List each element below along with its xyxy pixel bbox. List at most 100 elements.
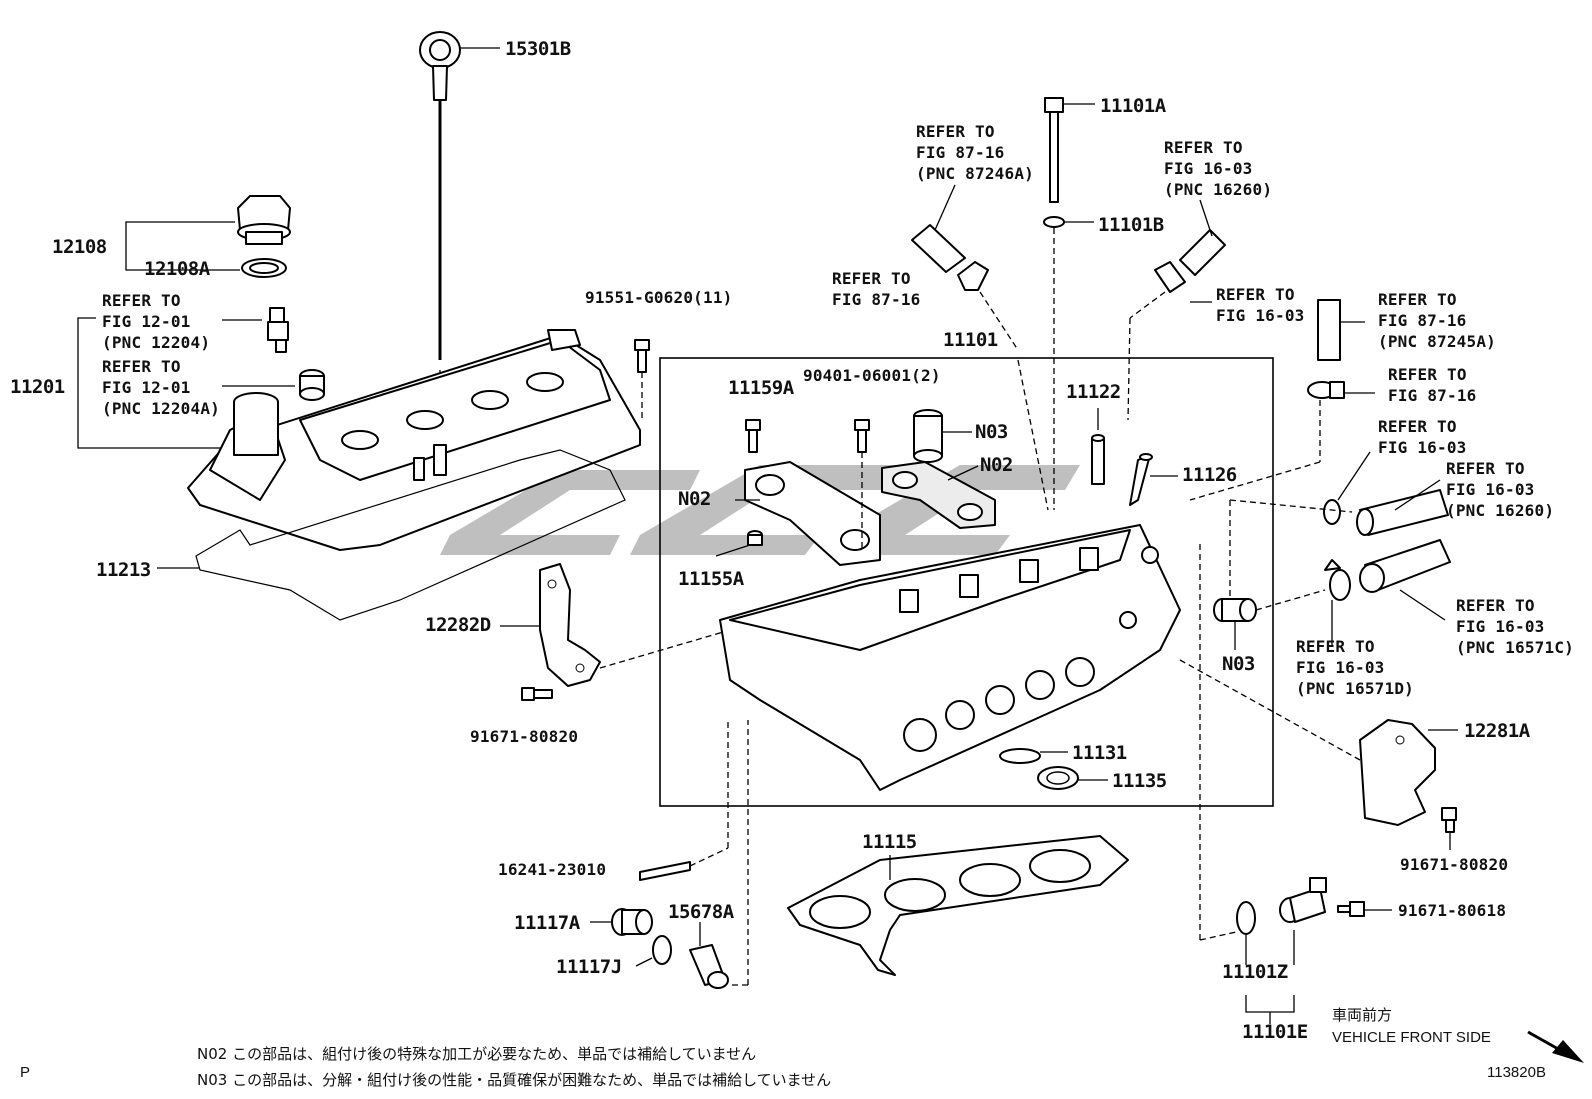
oil-filler-cap	[237, 195, 291, 278]
hanger-bolt-left	[521, 687, 553, 701]
vehicle-front-jp: 車両前方	[1332, 1007, 1392, 1024]
o-ring-11101z	[1236, 901, 1256, 935]
note-n02: N02 この部品は、組付け後の特殊な加工が必要なため、単品では補給していません	[197, 1045, 756, 1063]
label-12108: 12108	[52, 236, 107, 258]
svg-text:REFER TO: REFER TO	[1164, 138, 1243, 157]
plug-11117a	[611, 908, 653, 936]
label-11117j: 11117J	[556, 956, 622, 978]
camshaft-bearing-cap-rear	[881, 461, 996, 529]
label-11101a: 11101A	[1100, 95, 1167, 117]
vacuum-hose	[1317, 299, 1341, 361]
label-n02-left: N02	[678, 488, 711, 510]
pin-11122	[1091, 434, 1105, 485]
oil-control-valve-plug	[689, 944, 729, 989]
label-n03-top: N03	[975, 421, 1008, 443]
svg-text:REFER TO: REFER TO	[102, 291, 181, 310]
svg-text:(PNC 12204): (PNC 12204)	[102, 333, 210, 352]
svg-text:FIG 87-16: FIG 87-16	[1388, 386, 1477, 405]
front-direction-arrow	[1527, 1030, 1584, 1063]
ref-fig-16-03-pnc-16260-top: REFER TO FIG 16-03 (PNC 16260)	[1164, 138, 1272, 199]
pin-11126	[1129, 453, 1153, 506]
head-bolt-washer	[1043, 216, 1065, 228]
water-hose-clamp-1	[1323, 499, 1341, 525]
svg-text:(PNC 87246A): (PNC 87246A)	[916, 164, 1034, 183]
ref-fig-12-01-pnc-12204a: REFER TO FIG 12-01 (PNC 12204A)	[102, 357, 220, 418]
cover-gasket	[195, 449, 626, 621]
label-91671-80820-left: 91671-80820	[470, 727, 578, 746]
gasket-11117j	[652, 935, 672, 965]
label-15678a: 15678A	[668, 901, 735, 923]
cap-bolt-90401	[854, 419, 870, 453]
svg-text:(PNC 87245A): (PNC 87245A)	[1378, 332, 1496, 351]
water-hose-top	[1154, 229, 1226, 293]
label-90401: 90401-06001(2)	[803, 366, 941, 385]
sensor-bolt	[1337, 901, 1365, 917]
label-11159a: 11159A	[728, 377, 795, 399]
svg-text:FIG 16-03: FIG 16-03	[1164, 159, 1253, 178]
head-bolt	[1044, 97, 1064, 203]
water-hose-clamp-2	[1324, 559, 1351, 601]
label-16241: 16241-23010	[498, 860, 606, 879]
seal-11135	[1037, 766, 1079, 790]
ref-fig-16-03-clip-top: REFER TO FIG 16-03	[1216, 285, 1305, 325]
label-11101b: 11101B	[1098, 214, 1164, 236]
ref-fig-16-03-clip-right: REFER TO FIG 16-03	[1378, 417, 1467, 457]
svg-text:REFER TO: REFER TO	[1388, 365, 1467, 384]
svg-text:FIG 16-03: FIG 16-03	[1378, 438, 1467, 457]
label-11101: 11101	[943, 329, 998, 351]
water-hose-1	[1356, 489, 1449, 536]
seal-11131	[999, 748, 1041, 764]
svg-text:FIG 16-03: FIG 16-03	[1456, 617, 1545, 636]
svg-text:FIG 87-16: FIG 87-16	[832, 290, 921, 309]
vent-hose-left	[911, 224, 989, 291]
svg-text:(PNC 16571D): (PNC 16571D)	[1296, 679, 1414, 698]
label-11117a: 11117A	[514, 912, 581, 934]
ref-fig-87-16-pnc-87245a: REFER TO FIG 87-16 (PNC 87245A)	[1378, 290, 1496, 351]
svg-text:FIG 87-16: FIG 87-16	[916, 143, 1005, 162]
stud-bolt	[639, 861, 691, 881]
label-12108a: 12108A	[144, 258, 211, 280]
svg-text:(PNC 12204A): (PNC 12204A)	[102, 399, 220, 418]
svg-text:REFER TO: REFER TO	[1216, 285, 1295, 304]
engine-hanger-front	[539, 563, 601, 687]
note-n03: N03 この部品は、分解・組付け後の性能・品質確保が困難なため、単品では補給して…	[197, 1071, 831, 1089]
label-91671-80820-right: 91671-80820	[1400, 855, 1508, 874]
label-11101z: 11101Z	[1222, 961, 1288, 983]
oil-dipstick	[419, 31, 461, 440]
knock-pin-11155a	[747, 530, 763, 546]
label-11131: 11131	[1072, 742, 1127, 764]
water-hose-2	[1359, 539, 1451, 593]
svg-text:REFER TO: REFER TO	[1446, 459, 1525, 478]
ref-fig-16-03-pnc-16260-right: REFER TO FIG 16-03 (PNC 16260)	[1446, 459, 1554, 520]
svg-text:FIG 16-03: FIG 16-03	[1216, 306, 1305, 325]
svg-text:REFER TO: REFER TO	[832, 269, 911, 288]
figure-code: 113820B	[1487, 1064, 1546, 1081]
cylinder-head-cover	[187, 329, 641, 551]
svg-text:REFER TO: REFER TO	[1378, 417, 1457, 436]
ref-fig-87-16-pnc-87246a: REFER TO FIG 87-16 (PNC 87246A)	[916, 122, 1034, 183]
camshaft-position-sensor	[1279, 877, 1327, 923]
svg-text:(PNC 16260): (PNC 16260)	[1164, 180, 1272, 199]
svg-text:(PNC 16260): (PNC 16260)	[1446, 501, 1554, 520]
ref-fig-12-01-pnc-12204: REFER TO FIG 12-01 (PNC 12204)	[102, 291, 210, 352]
label-11122: 11122	[1066, 381, 1121, 403]
label-11135: 11135	[1112, 770, 1167, 792]
label-11101e: 11101E	[1242, 1021, 1308, 1043]
page-mark: P	[20, 1064, 30, 1081]
label-11126: 11126	[1182, 464, 1237, 486]
cover-bolt	[634, 339, 650, 373]
hose-clip-87-16	[1307, 381, 1345, 399]
svg-text:FIG 16-03: FIG 16-03	[1296, 658, 1385, 677]
cylinder-head-gasket	[787, 835, 1129, 976]
label-91671-80618: 91671-80618	[1398, 901, 1506, 920]
cap-bolt-11159a	[745, 419, 761, 453]
label-12281a: 12281A	[1464, 720, 1531, 742]
label-12282d: 12282D	[425, 614, 491, 636]
engine-hanger-rear	[1359, 719, 1436, 826]
label-n02-right: N02	[980, 454, 1013, 476]
hanger-bolt-right	[1441, 807, 1457, 833]
label-15301b: 15301B	[505, 38, 571, 60]
svg-text:REFER TO: REFER TO	[916, 122, 995, 141]
label-11213: 11213	[96, 559, 151, 581]
